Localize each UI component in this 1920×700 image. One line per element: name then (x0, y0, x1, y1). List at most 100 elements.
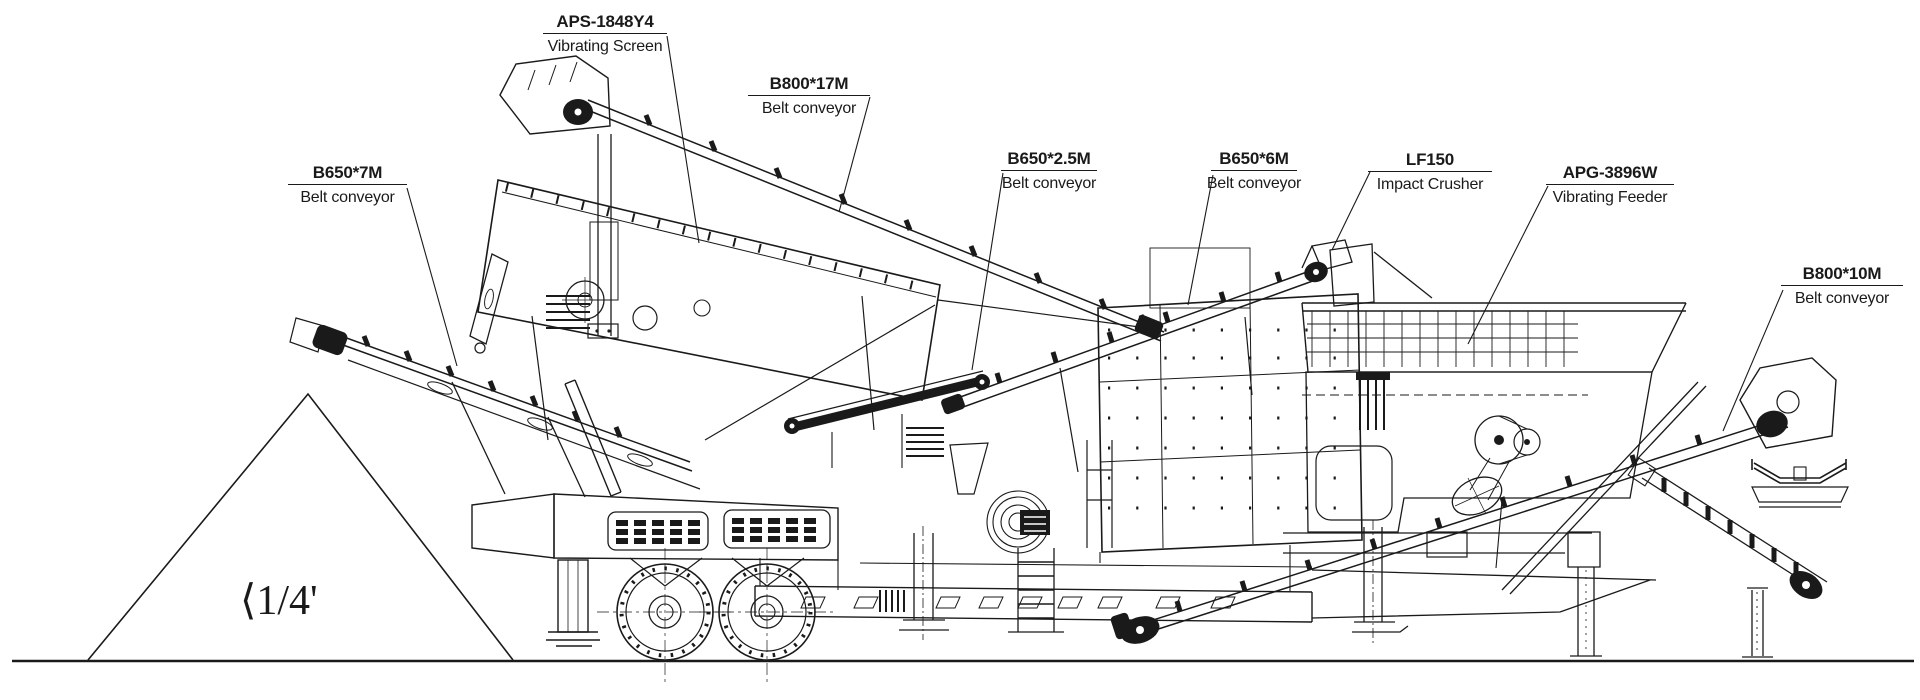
hood-port (1776, 390, 1800, 414)
shaft (1524, 439, 1530, 445)
suspension-springs (1359, 378, 1385, 430)
callout-model: APG-3896W (1562, 163, 1658, 182)
bearing (632, 305, 658, 331)
callout-aps-1848y4: APS-1848Y4 Vibrating Screen (543, 12, 667, 55)
callout-rule (1001, 170, 1097, 171)
support-mast (597, 134, 612, 336)
rear-strut (1501, 381, 1707, 595)
screen-body (477, 179, 941, 401)
frame-connectors (759, 545, 1313, 592)
callout-description: Vibrating Screen (547, 38, 663, 55)
callout-description: Vibrating Feeder (1552, 189, 1668, 206)
hood-ribs (527, 61, 578, 91)
mid-leg (899, 533, 949, 631)
mount-bracket (1426, 531, 1468, 558)
bolt (595, 329, 599, 333)
idler-rollers (994, 271, 1283, 384)
wheel (597, 548, 733, 684)
rear-frame (1283, 532, 1657, 619)
discharge-funnel (949, 442, 989, 495)
head-pulley (312, 324, 348, 356)
stockpile-outline (87, 392, 514, 661)
hopper-frame (1301, 302, 1687, 373)
callout-description: Belt conveyor (1001, 175, 1097, 192)
callout-rule (748, 95, 870, 96)
feeder-body (1305, 371, 1653, 533)
head-hood (499, 55, 611, 135)
drive-unit (986, 490, 1050, 554)
idler-base (1751, 486, 1849, 508)
callout-lf150: LF150 Impact Crusher (1368, 150, 1492, 193)
chute-slats (1661, 478, 1799, 576)
callout-b800-17m: B800*17M Belt conveyor (748, 74, 870, 117)
head-guard (289, 317, 325, 353)
wheel (699, 548, 835, 684)
head-hood (1739, 357, 1837, 449)
leader-b650-6m (1187, 174, 1214, 306)
callout-model: B800*10M (1802, 264, 1882, 283)
screen-deck-bars (504, 182, 934, 295)
impact-crusher-lf150 (1097, 243, 1433, 553)
centerlines (597, 548, 733, 684)
callout-b650-6m: B650*6M Belt conveyor (1207, 149, 1302, 192)
belt-band (788, 375, 987, 433)
guard-slots (1024, 516, 1046, 532)
callout-description: Belt conveyor (300, 189, 395, 206)
ladder-rungs (1018, 561, 1054, 619)
trough-idler (1751, 459, 1847, 484)
vibrating-feeder-apg-3896w (1301, 302, 1687, 558)
support-struts (451, 381, 586, 498)
conveyor-leg (1742, 587, 1773, 658)
callout-model: B650*2.5M (1007, 149, 1091, 168)
truss-slot (627, 453, 653, 467)
centerlines (699, 548, 835, 684)
shaft (1136, 626, 1144, 634)
truss-slot (527, 417, 553, 431)
callout-description: Impact Crusher (1376, 176, 1484, 193)
callout-rule (543, 33, 667, 34)
idler-block (1793, 466, 1807, 481)
callout-model: B800*17M (769, 74, 849, 93)
callout-b800-10m: B800*10M Belt conveyor (1781, 264, 1903, 307)
callout-description: Belt conveyor (761, 100, 857, 117)
tower (1086, 440, 1113, 548)
leader-b800-10m (1722, 289, 1784, 432)
idler-rollers (361, 335, 623, 438)
belt-lines (329, 331, 693, 472)
callout-rule (1546, 184, 1674, 185)
truss-chord (347, 359, 701, 490)
hydraulic-cylinder (564, 379, 622, 497)
bolt (607, 329, 611, 333)
spring-stack (906, 427, 944, 457)
stockpile-size-label: ⟨1/4' (240, 578, 318, 624)
return-conveyor-b650-6m (941, 239, 1353, 473)
shaft (789, 423, 795, 429)
leader-apg-3896w (1467, 185, 1549, 345)
belt-lines (1121, 416, 1789, 641)
chute-mount (1627, 457, 1657, 487)
leader-lf150 (1331, 171, 1371, 251)
mast-sleeve (589, 221, 619, 301)
lug-ring (721, 566, 813, 658)
callout-rule (1368, 171, 1492, 172)
leader-b650-7m (406, 187, 458, 367)
stockpile (87, 392, 514, 661)
spring-stack (546, 295, 590, 329)
rear-leg (1567, 531, 1602, 657)
truss-slot (427, 381, 453, 395)
vibrating-screen-aps-1848y4 (477, 179, 1163, 495)
callout-model: B650*6M (1219, 149, 1289, 168)
front-outrigger (557, 559, 589, 633)
shaft (979, 379, 985, 385)
rail-coil (879, 590, 905, 612)
vent-grille (723, 509, 831, 549)
leader-aps-1848y4 (666, 35, 700, 244)
support-struts (1059, 316, 1253, 473)
crusher-housing (1097, 293, 1363, 553)
grizzly-bars (1311, 311, 1565, 367)
outrigger-foot (546, 631, 600, 647)
callout-rule (1211, 170, 1297, 171)
grille-slots (616, 518, 822, 544)
head-pulley (1756, 410, 1788, 438)
